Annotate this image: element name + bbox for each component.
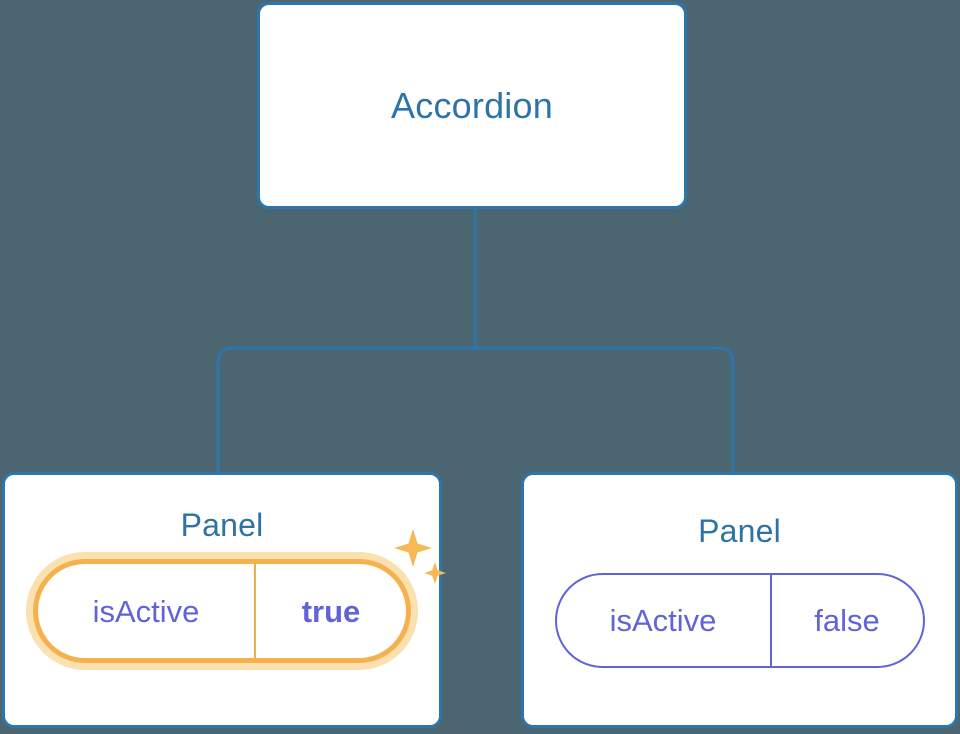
node-panel-inactive-title: Panel: [698, 513, 781, 549]
sparkle-icon: [424, 562, 446, 584]
sparkle-icon: [394, 529, 432, 567]
node-accordion-title: Accordion: [391, 84, 553, 126]
prop-pill-is-active[interactable]: isActive true: [33, 559, 411, 663]
prop-key-label: isActive: [38, 564, 256, 658]
prop-key-label: isActive: [557, 575, 772, 666]
node-accordion[interactable]: Accordion: [257, 2, 687, 209]
prop-pill-active-wrapper: isActive true: [33, 529, 446, 663]
node-panel-active[interactable]: Panel isActive true: [2, 472, 446, 728]
prop-value-label: true: [301, 593, 361, 629]
node-panel-active-title: Panel: [180, 507, 264, 543]
connector-branch-bus: [216, 346, 735, 472]
node-panel-inactive[interactable]: Panel isActive false: [521, 472, 958, 728]
prop-value-label: false: [814, 603, 880, 638]
prop-pill-is-active[interactable]: isActive false: [554, 573, 925, 668]
prop-pill-inactive-wrapper: isActive false: [554, 573, 925, 668]
